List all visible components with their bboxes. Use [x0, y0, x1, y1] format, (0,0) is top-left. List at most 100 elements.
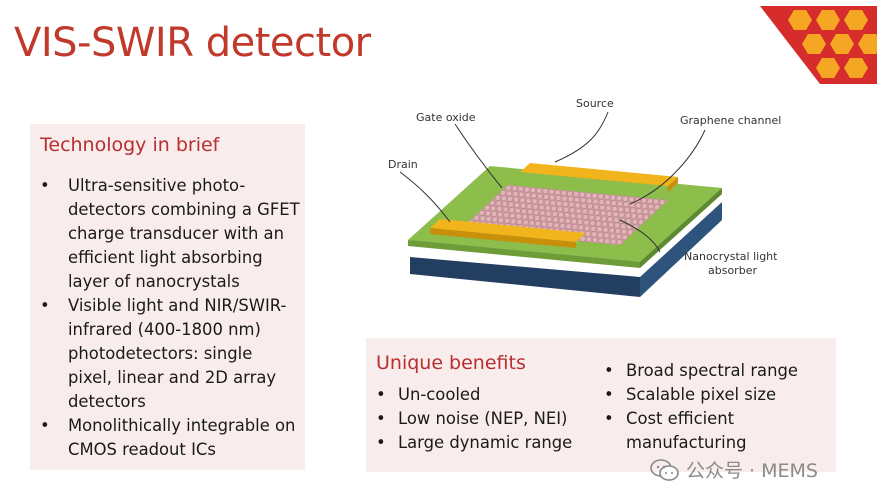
- source-electrode: [520, 163, 678, 186]
- hexagon-logo-icon: [760, 6, 877, 84]
- nanocrystal-dot: [525, 197, 532, 204]
- nanocrystal-dot: [559, 223, 566, 229]
- nanocrystal-dot: [569, 207, 576, 214]
- nanocrystal-dot: [642, 208, 649, 215]
- nanocrystal-dot: [531, 198, 538, 205]
- nanocrystal-dot: [606, 211, 613, 217]
- nanocrystal-dot: [510, 218, 517, 225]
- nanocrystal-dot: [514, 207, 521, 214]
- nanocrystal-dot: [601, 221, 608, 228]
- nanocrystal-dot: [624, 212, 631, 219]
- nanocrystal-dot: [534, 215, 540, 221]
- nanocrystal-dot: [504, 217, 510, 224]
- nanocrystal-dot: [599, 204, 606, 211]
- nanocrystal-dot: [592, 237, 598, 243]
- source-leader-line: [554, 111, 609, 163]
- nanocrystal-dot: [573, 191, 579, 197]
- nanocrystal-dot: [513, 196, 519, 203]
- nanocrystal-dot: [522, 219, 529, 226]
- graphene-leader-line: [629, 129, 706, 205]
- nanocrystal-dot: [570, 213, 576, 219]
- nanocrystal-dot: [535, 220, 541, 227]
- nanocrystal-dot: [543, 194, 549, 200]
- nanocrystal-dot: [548, 189, 555, 195]
- nanocrystal-dot: [625, 218, 632, 224]
- nanocrystal-dot: [647, 203, 654, 210]
- nanocrystal-dot: [541, 221, 547, 227]
- nanocrystal-dot: [503, 212, 510, 218]
- nanocrystal-dot: [567, 190, 573, 197]
- substrate-side: [640, 202, 722, 297]
- nanocrystal-dot: [565, 218, 571, 224]
- nanocrystal-dot: [571, 218, 577, 225]
- nanocrystal-dot: [502, 206, 509, 213]
- nanocrystal-dot: [549, 194, 556, 201]
- nanocrystal-dot: [648, 209, 655, 215]
- nanocrystal-dot: [591, 231, 597, 238]
- nanocrystal-dot: [485, 210, 491, 217]
- nanocrystal-dot: [585, 192, 592, 199]
- gate-oxide-side: [640, 188, 722, 268]
- nanocrystal-dot: [635, 202, 642, 209]
- nanocrystal-dot: [544, 205, 551, 211]
- list-item: Ultra-sensitive photo-detectors combinin…: [38, 174, 300, 294]
- nanocrystal-dot: [615, 233, 622, 240]
- nanocrystal-dot: [538, 204, 545, 211]
- nanocrystal-dot: [592, 198, 599, 205]
- nanocrystal-dot: [545, 210, 552, 217]
- nanocrystal-dot: [515, 213, 522, 220]
- nanocrystal-dot: [530, 192, 537, 199]
- nanocrystal-dot: [528, 220, 535, 226]
- nanocrystal-dot: [581, 203, 587, 209]
- benefits-list-right: Broad spectral range Scalable pixel size…: [598, 359, 834, 455]
- nanocrystal-dot: [473, 215, 480, 221]
- nanocrystal-dot: [528, 214, 534, 221]
- nanocrystal-dot: [485, 216, 492, 222]
- drain-leader-line: [399, 171, 451, 223]
- nanocrystal-dot: [579, 235, 586, 242]
- nanocrystal-dot: [527, 209, 533, 215]
- nanocrystal-dot: [479, 215, 486, 222]
- nanocrystal-dot: [521, 208, 527, 215]
- nanocrystal-dot: [520, 202, 526, 209]
- technology-heading: Technology in brief: [40, 134, 220, 156]
- list-item: Cost efficient manufacturing: [598, 407, 834, 455]
- nanocrystal-dot: [654, 204, 660, 210]
- nanocrystal-dot: [588, 209, 594, 215]
- nanocrystal-dot: [618, 212, 625, 218]
- nanocrystal-dot: [478, 210, 485, 216]
- nanocrystal-dot: [615, 228, 621, 234]
- nanocrystal-dot: [589, 220, 596, 226]
- nanocrystal-dot: [598, 237, 604, 244]
- nanocrystal-dot: [620, 223, 627, 229]
- nanocrystal-dot: [609, 233, 616, 239]
- nanocrystal-dot: [631, 218, 638, 225]
- nanocrystal-dot: [597, 193, 604, 200]
- nanocrystal-dot: [530, 187, 536, 193]
- watermark: 公众号 · MEMS: [650, 456, 818, 483]
- source-label: Source: [576, 97, 614, 110]
- nanocrystal-dot: [533, 209, 540, 216]
- nanocrystal-dot: [610, 200, 617, 206]
- nanocrystal-dot: [579, 191, 586, 198]
- nanocrystal-dot: [552, 216, 559, 223]
- nanocrystal-dot: [567, 196, 574, 202]
- nanocrystal-dot: [603, 232, 610, 239]
- nanocrystal-dot: [578, 224, 584, 231]
- nanocrystal-dot: [601, 216, 607, 222]
- nanocrystal-dot: [614, 222, 620, 229]
- list-item: Low noise (NEP, NEI): [370, 407, 572, 431]
- nanocrystal-dot: [604, 238, 611, 244]
- nanocrystal-dot: [517, 186, 524, 192]
- nanocrystal-dot: [496, 206, 503, 212]
- nanocrystal-dot: [605, 205, 612, 211]
- nanocrystal-dot: [491, 211, 497, 217]
- nanocrystal-dot: [611, 206, 618, 212]
- drain-electrode: [430, 219, 586, 242]
- nanocrystal-dot: [512, 191, 519, 197]
- nanocrystal-dot: [540, 215, 547, 222]
- nanocrystal-dot: [565, 223, 572, 230]
- nanocrystal-dot: [557, 206, 563, 212]
- nanocrystal-dot: [558, 217, 565, 224]
- gate-oxide-label: Gate oxide: [416, 111, 476, 124]
